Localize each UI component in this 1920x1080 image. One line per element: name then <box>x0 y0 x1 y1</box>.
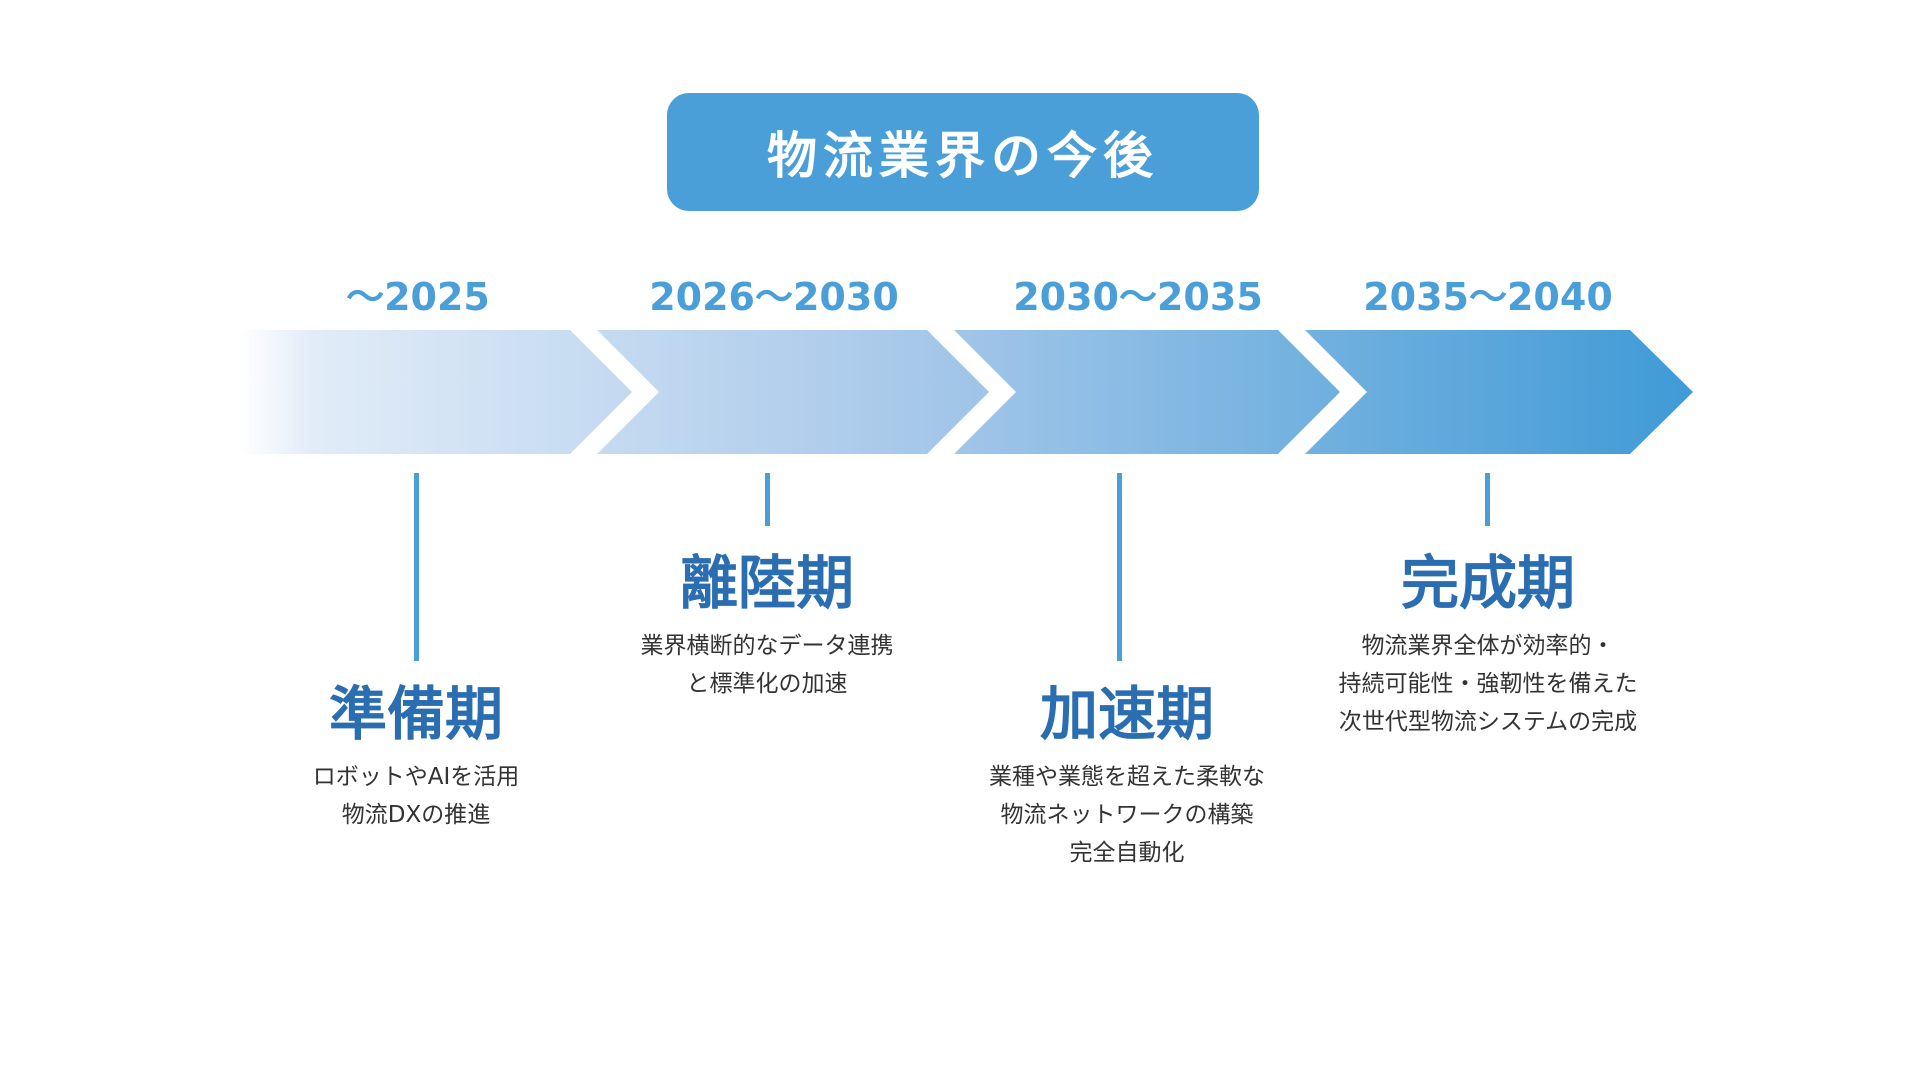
phase-description-line: と標準化の加速 <box>686 671 848 697</box>
connector-line-1 <box>414 473 419 661</box>
phase-description-line: 持続可能性・強靭性を備えた <box>1338 671 1638 697</box>
arrow-segment-3 <box>954 330 1340 454</box>
phase-title: 離陸期 <box>679 549 854 617</box>
phase-acceleration: 加速期 業種や業態を超えた柔軟な 物流ネットワークの構築 完全自動化 <box>917 678 1337 872</box>
phase-takeoff: 離陸期 業界横断的なデータ連携 と標準化の加速 <box>557 547 977 703</box>
year-label-4: 2035〜2040 <box>1363 275 1613 319</box>
phase-description-line: ロボットやAIを活用 <box>312 764 520 790</box>
phase-description-line: 次世代型物流システムの完成 <box>1338 709 1638 735</box>
phase-description-line: 業界横断的なデータ連携 <box>640 633 894 659</box>
connector-line-3 <box>1117 473 1122 661</box>
phase-description-line: 物流DXの推進 <box>341 802 491 828</box>
arrow-segment-4 <box>1305 330 1693 454</box>
phase-description: ロボットやAIを活用 物流DXの推進 <box>206 758 626 834</box>
phase-description-line: 業種や業態を超えた柔軟な <box>989 764 1265 790</box>
phase-description: 業種や業態を超えた柔軟な 物流ネットワークの構築 完全自動化 <box>917 758 1337 872</box>
year-label-3: 2030〜2035 <box>1013 275 1263 319</box>
arrow-segment-1 <box>240 330 632 454</box>
phase-description-line: 物流ネットワークの構築 <box>1000 802 1254 828</box>
title-banner: 物流業界の今後 <box>667 93 1259 211</box>
phase-completion: 完成期 物流業界全体が効率的・ 持続可能性・強靭性を備えた 次世代型物流システム… <box>1278 547 1698 741</box>
phase-title: 準備期 <box>328 680 503 748</box>
phase-description-line: 物流業界全体が効率的・ <box>1361 633 1615 659</box>
page-title: 物流業界の今後 <box>767 127 1159 185</box>
phase-title: 加速期 <box>1039 680 1214 748</box>
phase-description-line: 完全自動化 <box>1069 840 1185 866</box>
phase-description: 物流業界全体が効率的・ 持続可能性・強靭性を備えた 次世代型物流システムの完成 <box>1278 627 1698 741</box>
phase-description: 業界横断的なデータ連携 と標準化の加速 <box>557 627 977 703</box>
phase-title: 完成期 <box>1400 549 1575 617</box>
year-label-2: 2026〜2030 <box>649 275 899 319</box>
connector-line-4 <box>1485 473 1490 526</box>
connector-line-2 <box>765 473 770 526</box>
phase-preparation: 準備期 ロボットやAIを活用 物流DXの推進 <box>206 678 626 834</box>
year-label-1: 〜2025 <box>346 275 490 319</box>
arrow-segment-2 <box>597 330 989 454</box>
